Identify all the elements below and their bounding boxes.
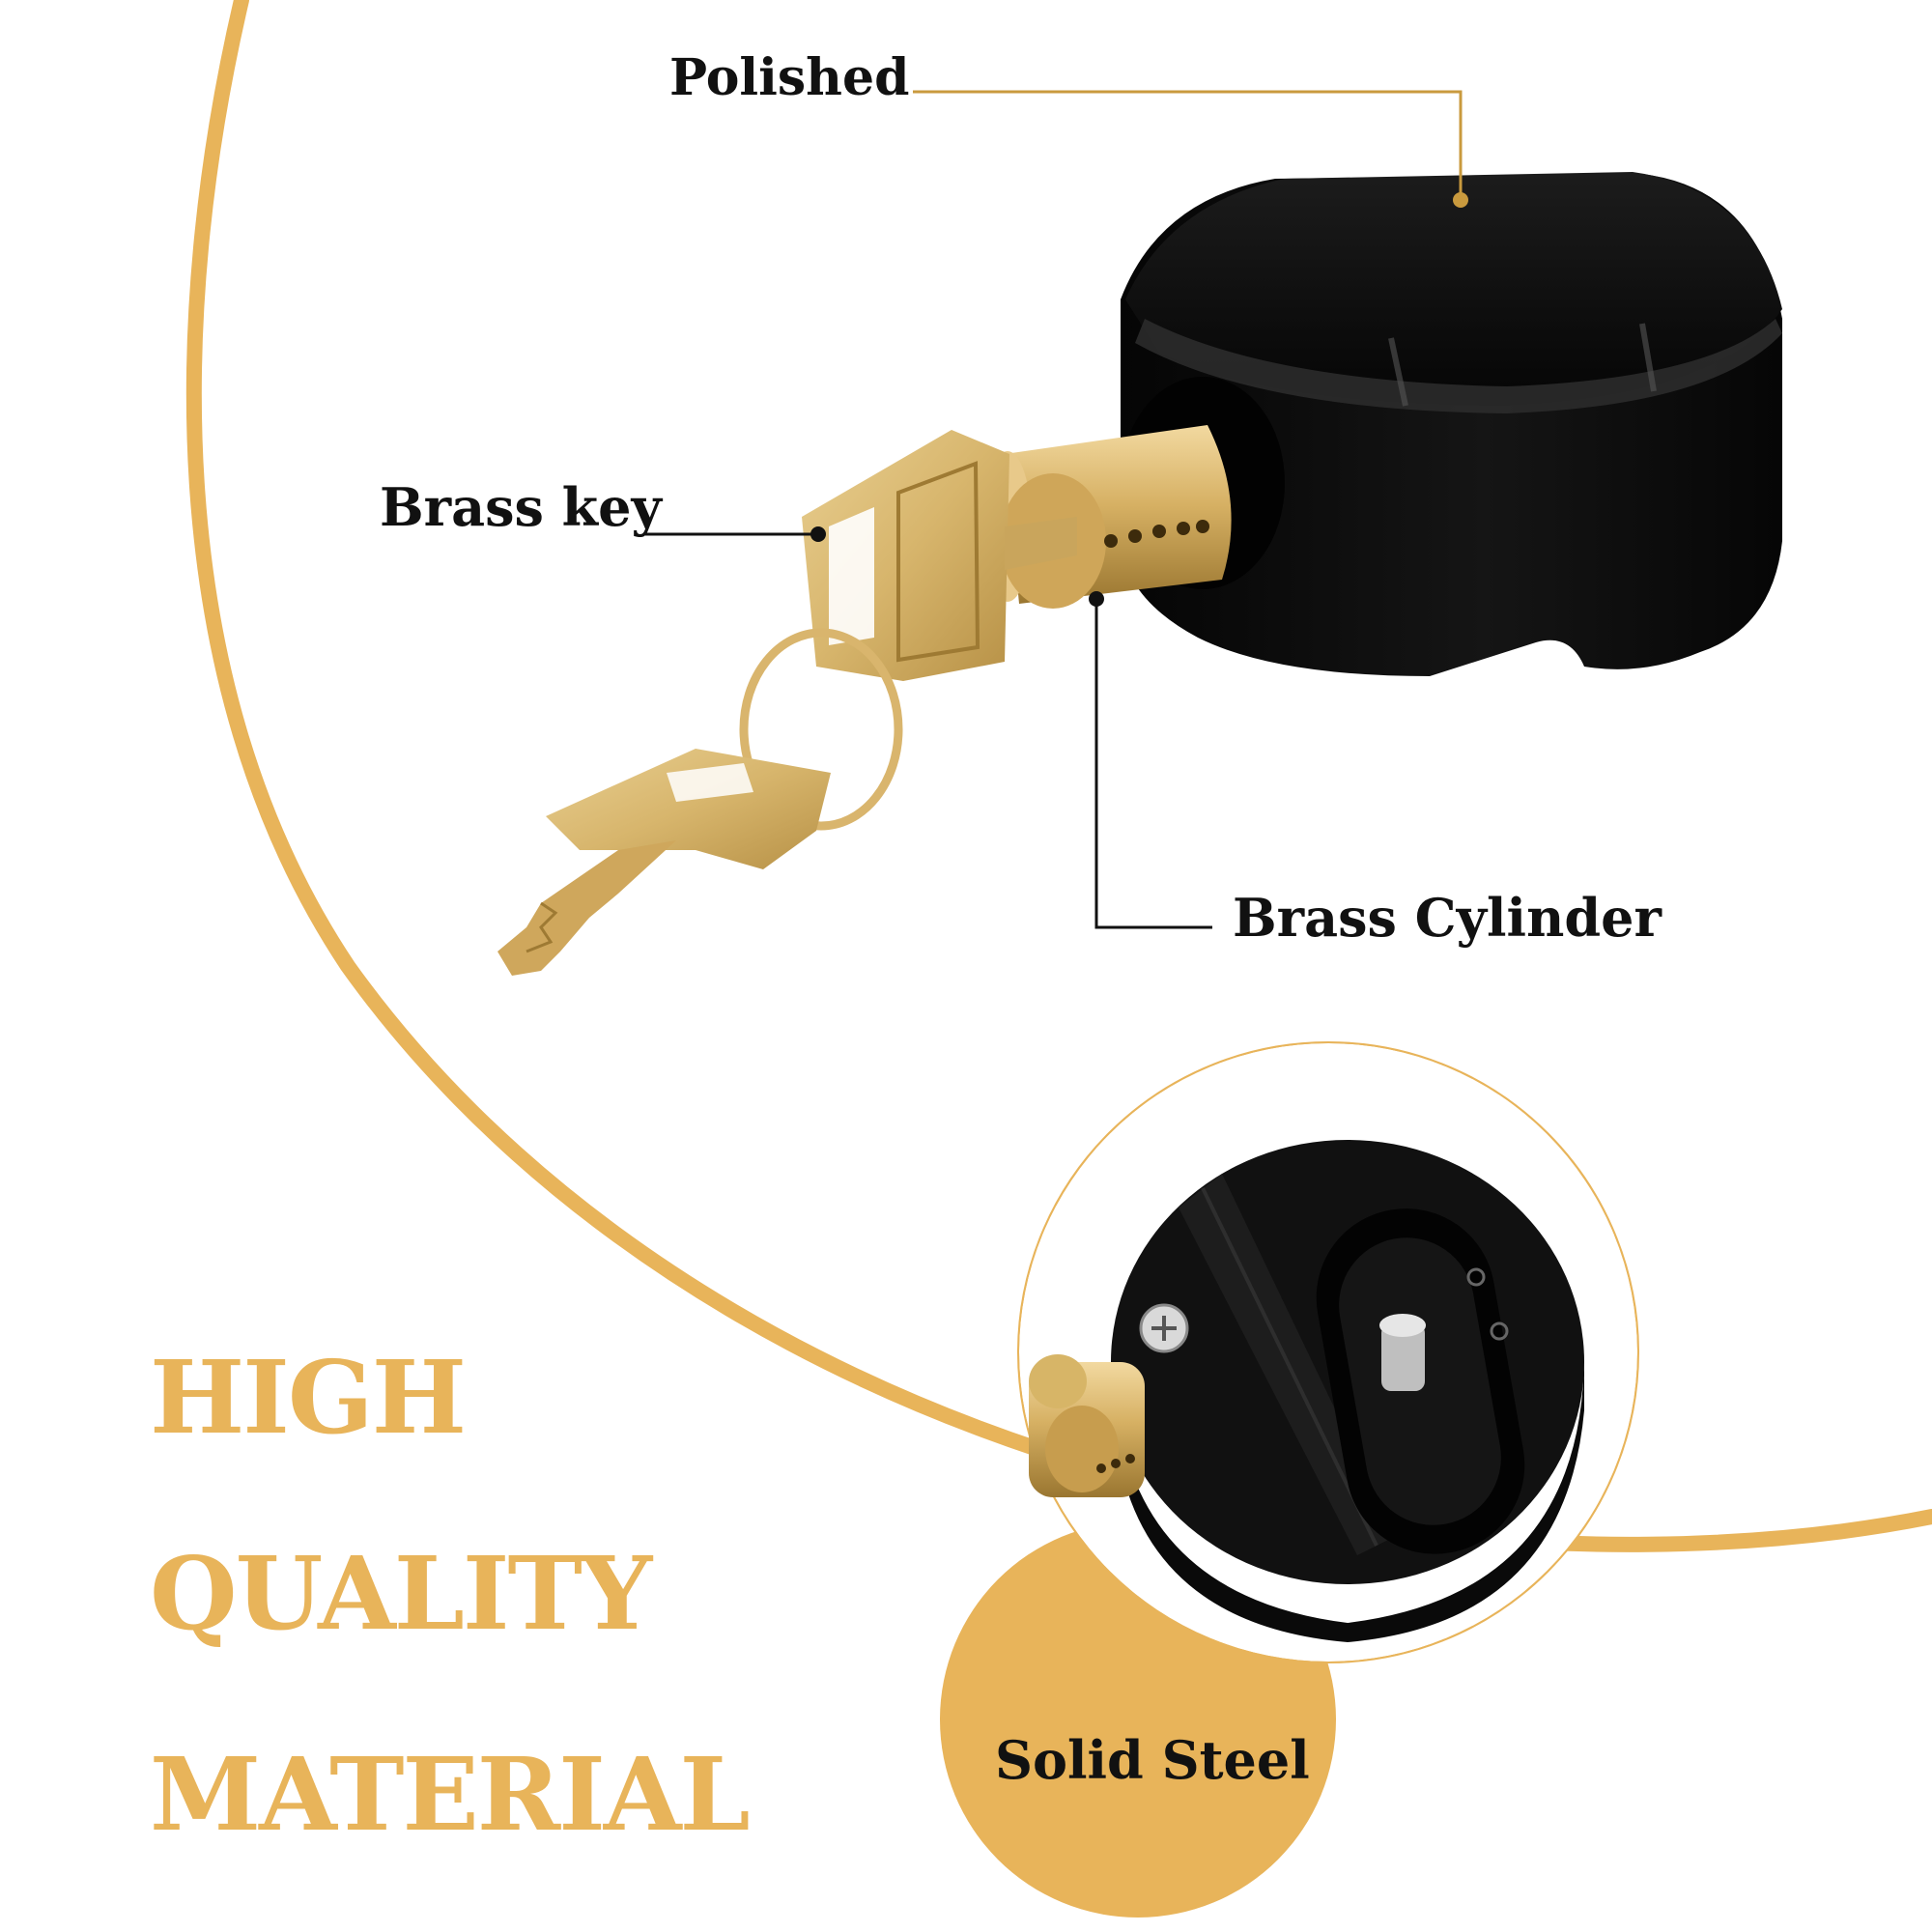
lock-side-view bbox=[1121, 172, 1782, 676]
solid-steel-label: Solid Steel bbox=[995, 1729, 1310, 1791]
brass-cylinder-leader bbox=[1089, 591, 1212, 929]
polished-leader bbox=[913, 90, 1468, 208]
brass-key-leader bbox=[645, 526, 826, 542]
decorative-arc bbox=[185, 0, 1932, 1552]
brass-cylinder-bottom bbox=[1029, 1354, 1145, 1497]
headline-line-1: HIGH bbox=[150, 1338, 467, 1457]
headline-line-2: QUALITY bbox=[150, 1534, 652, 1653]
brass-cylinder bbox=[983, 425, 1232, 609]
polished-label: Polished bbox=[669, 48, 910, 107]
headline-line-3: MATERIAL bbox=[150, 1735, 751, 1854]
brass-cylinder-label: Brass Cylinder bbox=[1233, 887, 1662, 949]
brass-key-label: Brass key bbox=[380, 476, 662, 538]
key-ring bbox=[739, 628, 903, 831]
lock-bottom-view bbox=[1019, 1043, 1637, 1662]
brass-key-hanging bbox=[497, 749, 831, 976]
brass-key-inserted bbox=[802, 430, 1077, 681]
